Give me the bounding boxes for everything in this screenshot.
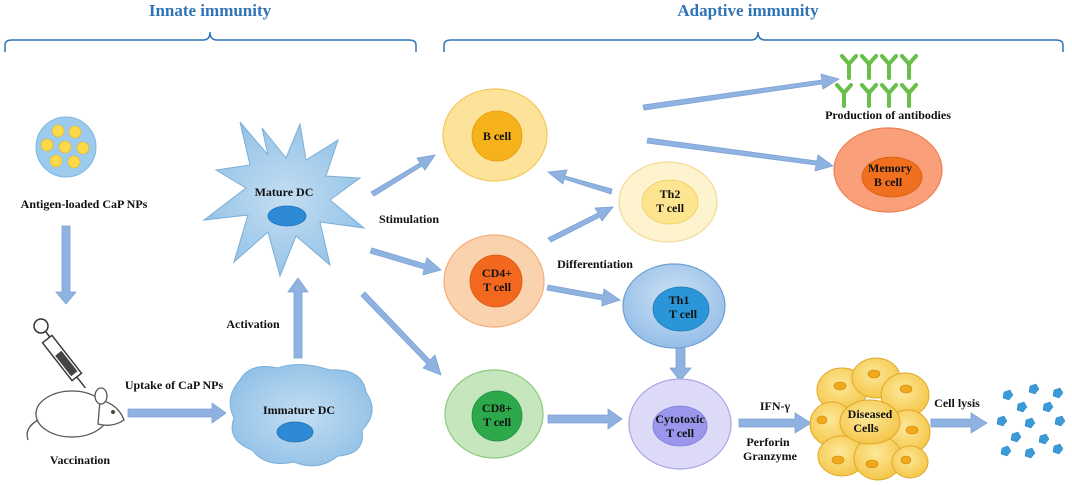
memory-line1: Memory [868,161,912,175]
arrow-to-antibodies [642,73,840,111]
adaptive-brace [443,31,1064,52]
arrow-activation [287,277,309,359]
diseased-line2: Cells [853,421,879,435]
th2-line1: Th2 [660,187,681,201]
arrow-to-b-cell [370,154,436,197]
arrow-uptake [127,402,227,424]
arrow-antigen-to-vaccination [55,225,77,305]
memory-line2: B cell [874,175,903,189]
arrows [55,73,988,434]
cell-lysis-label: Cell lysis [934,396,980,410]
th1-line1: Th1 [669,293,690,307]
lysis-debris-icon [996,383,1066,459]
cytotoxic-line2: T cell [666,426,695,440]
arrow-th1-to-cytotoxic [669,346,692,382]
antigen-loaded-nanoparticles [35,116,97,178]
arrow-cell-lysis [930,412,988,434]
arrow-th2-to-b-cell [546,169,613,195]
cd4-t-cell: CD4+ T cell [443,234,545,328]
ifn-label: IFN-γ [760,399,791,413]
syringe-icon [33,318,86,389]
antigen-label: Antigen-loaded CaP NPs [21,197,148,211]
arrow-to-cd8 [360,291,442,376]
stimulation-label: Stimulation [379,212,439,226]
th1-line2: T cell [669,307,698,321]
th2-line2: T cell [656,201,685,215]
cytotoxic-line1: Cytotoxic [655,412,705,426]
cd4-line2: T cell [483,280,512,294]
cd8-line2: T cell [483,415,512,429]
th1-t-cell: Th1 T cell [622,263,726,349]
cd8-t-cell: CD8+ T cell [444,369,544,459]
diseased-line1: Diseased [848,407,893,421]
cd8-line1: CD8+ [482,401,512,415]
uptake-label: Uptake of CaP NPs [125,378,224,392]
innate-brace [4,31,417,52]
mature-dc-label: Mature DC [255,185,314,199]
adaptive-immunity-header: Adaptive immunity [677,1,819,20]
vaccination-label: Vaccination [50,453,111,467]
differentiation-label: Differentiation [557,257,633,271]
diseased-cells [809,357,931,481]
arrow-to-diseased [738,412,812,434]
memory-b-cell: Memory B cell [833,127,943,213]
immature-dc: Immature DC [229,364,373,467]
mouse-icon [26,387,125,441]
cytotoxic-t-cell: Cytotoxic T cell [628,378,732,470]
arrow-cd8-to-cytotoxic [547,408,623,430]
innate-immunity-header: Innate immunity [149,1,272,20]
granzyme-label: Granzyme [743,449,798,463]
arrow-to-memory [646,137,834,172]
arrow-cd4-to-th1 [546,284,621,307]
th2-t-cell: Th2 T cell [618,161,718,243]
mature-dc: Mature DC [202,121,366,278]
activation-label: Activation [226,317,280,331]
cd4-line1: CD4+ [482,266,512,280]
arrow-to-cd4 [369,247,442,276]
diseased-nuclei [816,369,919,469]
b-cell: B cell [442,88,548,182]
antibodies-label: Production of antibodies [825,108,951,122]
perforin-label: Perforin [746,435,790,449]
antibodies-icon [835,54,918,108]
arrow-cd4-to-th2 [547,206,614,243]
b-cell-label: B cell [483,129,512,143]
immature-dc-label: Immature DC [263,403,335,417]
